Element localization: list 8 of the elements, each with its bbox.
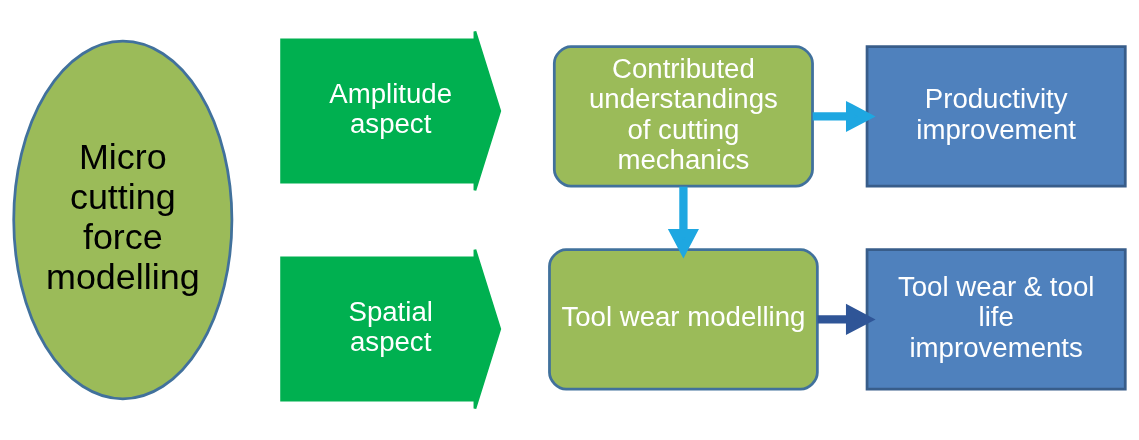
arrow [812, 100, 876, 132]
node-ellipse: Micro cutting force modelling [12, 39, 234, 401]
arrow [667, 186, 699, 259]
arrow [817, 303, 876, 335]
node-box: Contributed understandings of cutting mechanics [552, 45, 814, 188]
node-box: Productivity improvement [865, 45, 1127, 188]
node-box: Tool wear & tool life improvements [865, 248, 1127, 391]
node-box: Tool wear modelling [548, 248, 819, 391]
